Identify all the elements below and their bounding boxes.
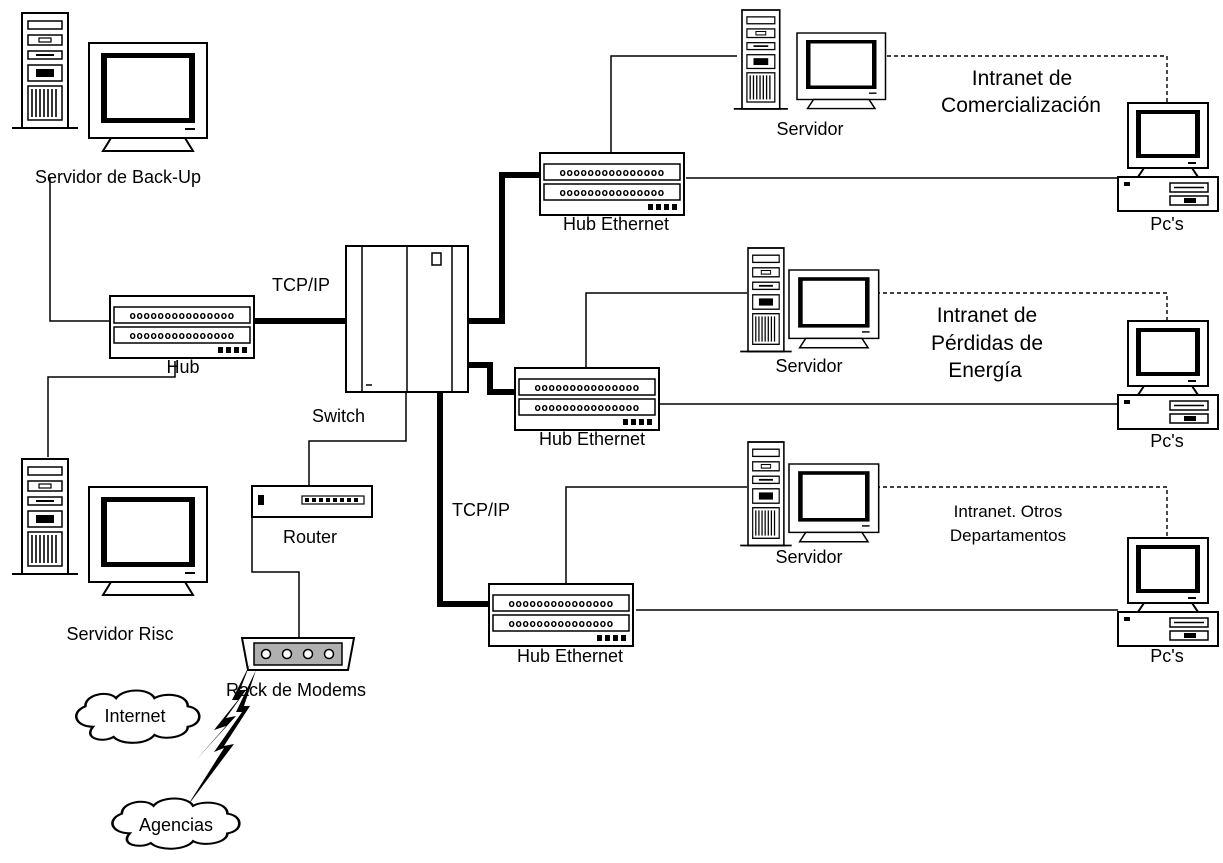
switch-icon (345, 245, 469, 393)
intranet-2-title-line3: Energía (948, 359, 1022, 382)
intranet-3-title-line2: Departamentos (949, 526, 1067, 545)
intranet-2-server-icon (739, 247, 880, 353)
backbone-connections (254, 172, 540, 607)
intranet-2-title-line1: Intranet de (936, 304, 1038, 327)
hub-ethernet-2-label: Hub Ethernet (538, 429, 646, 449)
intranet-1-title-line1: Intranet de (971, 67, 1073, 90)
intranet-3-server-icon (739, 441, 880, 547)
hub-ethernet-3-label: Hub Ethernet (516, 646, 624, 666)
modem-rack-icon (240, 637, 356, 671)
intranet-3-hub-icon (488, 583, 634, 647)
intranet-2-title-line2: Pérdidas de (930, 332, 1044, 355)
servidor-3-label: Servidor (775, 547, 843, 567)
backup-server-label: Servidor de Back-Up (34, 167, 202, 187)
modem-rack-label: Rack de Modems (226, 680, 367, 700)
intranet-2-hub-icon (514, 367, 660, 431)
servidor-1-label: Servidor (776, 119, 844, 139)
router-label: Router (283, 527, 338, 547)
hub-label: Hub (166, 357, 200, 377)
backup-server-icon (11, 12, 208, 152)
agencias-label: Agencias (138, 815, 214, 835)
thin-connections (47, 55, 1118, 638)
intranet-1-title-line2: Comercialización (941, 94, 1101, 117)
intranet-1-pc-icon (1117, 102, 1219, 212)
intranet-3-title-line1: Intranet. Otros (953, 502, 1063, 521)
risc-server-label: Servidor Risc (66, 624, 174, 644)
internet-label: Internet (104, 706, 166, 726)
hub-icon (109, 295, 255, 359)
pcs-1-label: Pc's (1150, 214, 1184, 234)
intranet-1-server-icon (732, 9, 887, 110)
intranet-1-hub-icon (539, 152, 685, 216)
tcpip-top-label: TCP/IP (272, 275, 331, 295)
risc-server-icon (11, 458, 208, 596)
hub-ethernet-1-label: Hub Ethernet (562, 214, 670, 234)
servidor-2-label: Servidor (775, 356, 843, 376)
tcpip-bottom-label: TCP/IP (452, 500, 511, 520)
switch-label: Switch (312, 406, 366, 426)
dashed-connections (876, 55, 1168, 538)
pcs-2-label: Pc's (1150, 431, 1184, 451)
intranet-3-pc-icon (1117, 537, 1219, 647)
router-icon (251, 485, 373, 518)
pcs-3-label: Pc's (1150, 646, 1184, 666)
intranet-2-pc-icon (1117, 320, 1219, 430)
